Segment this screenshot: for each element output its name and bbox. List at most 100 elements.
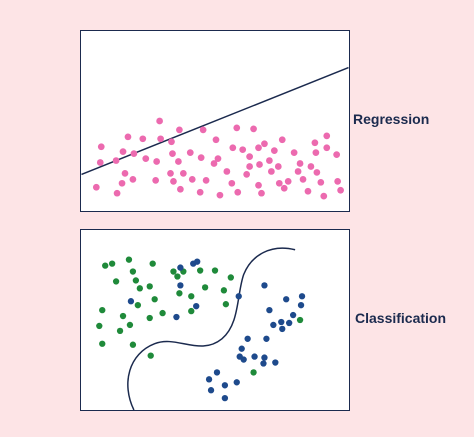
data-point — [323, 144, 331, 152]
data-point — [199, 126, 207, 134]
data-point — [118, 179, 126, 187]
data-point — [129, 175, 137, 183]
data-point — [239, 146, 247, 154]
data-point — [233, 124, 241, 132]
data-point — [216, 191, 224, 199]
class-a-point — [201, 284, 209, 291]
data-point — [275, 179, 283, 187]
data-point — [274, 163, 282, 170]
class-a-point — [102, 262, 109, 269]
data-point — [177, 185, 184, 193]
class-b-point — [297, 302, 305, 309]
data-point — [168, 138, 175, 146]
class-b-point — [233, 379, 240, 386]
data-point — [294, 168, 302, 175]
data-point — [97, 143, 105, 151]
data-point — [278, 136, 286, 144]
class-b-point — [194, 258, 201, 265]
data-point — [169, 150, 176, 157]
data-point — [210, 160, 218, 167]
class-a-point — [197, 267, 204, 274]
data-point — [202, 176, 210, 184]
decision-boundary — [127, 247, 296, 410]
data-point — [312, 149, 320, 157]
data-point — [92, 183, 100, 191]
data-point — [188, 175, 196, 183]
data-point — [313, 169, 321, 176]
data-point — [124, 133, 132, 141]
class-b-point — [238, 345, 245, 352]
class-b-point — [177, 282, 184, 289]
data-point — [130, 150, 138, 157]
data-point — [304, 187, 312, 195]
class-a-point — [96, 322, 103, 330]
class-a-point — [99, 306, 106, 314]
class-a-point — [227, 274, 234, 281]
data-point — [317, 178, 325, 186]
data-point — [139, 135, 147, 143]
data-point — [214, 155, 222, 162]
class-a-point — [136, 285, 143, 292]
class-b-point — [221, 382, 229, 389]
data-point — [250, 125, 257, 133]
class-a-point — [211, 267, 219, 274]
class-b-point — [266, 306, 273, 314]
data-point — [255, 181, 262, 189]
data-point — [290, 149, 298, 157]
class-a-point — [119, 312, 127, 320]
data-point — [323, 132, 331, 140]
class-a-point — [129, 268, 137, 275]
data-point — [156, 117, 163, 125]
class-b-point — [263, 335, 270, 342]
data-point — [280, 184, 288, 192]
data-point — [121, 170, 129, 177]
class-a-point — [220, 287, 228, 294]
data-point — [261, 140, 268, 148]
class-b-point — [270, 321, 277, 329]
class-b-point — [244, 335, 251, 342]
class-b-point — [221, 394, 229, 402]
data-point — [113, 189, 121, 197]
data-point — [258, 189, 265, 197]
class-a-point — [108, 260, 116, 267]
data-point — [284, 177, 292, 185]
class-a-point — [222, 301, 230, 308]
data-point — [179, 170, 187, 177]
regression-label: Regression — [353, 111, 430, 127]
class-a-point — [147, 352, 154, 359]
classification-label: Classification — [355, 310, 447, 326]
data-point — [243, 171, 251, 178]
class-a-point — [99, 340, 106, 347]
class-b-point — [289, 311, 297, 319]
class-a-point — [146, 314, 153, 322]
class-a-point — [188, 293, 195, 300]
data-point — [96, 159, 104, 166]
class-a-point — [151, 296, 158, 303]
class-b-point — [286, 319, 293, 327]
class-a-point — [146, 283, 153, 290]
class-b-point — [251, 353, 258, 360]
class-b-point — [261, 282, 268, 289]
class-a-point — [176, 290, 183, 297]
data-point — [337, 186, 344, 194]
data-point — [334, 177, 341, 185]
class-a-point — [250, 369, 257, 376]
data-point — [228, 179, 236, 187]
data-point — [307, 163, 315, 170]
data-point — [197, 154, 205, 161]
data-point — [186, 149, 194, 157]
data-point — [112, 157, 120, 164]
class-b-point — [207, 387, 215, 394]
class-b-point — [236, 353, 243, 360]
class-a-point — [159, 309, 166, 317]
class-a-point — [129, 341, 137, 348]
data-point — [142, 155, 150, 162]
class-b-point — [193, 302, 200, 310]
data-point — [153, 158, 161, 165]
data-point — [246, 163, 253, 170]
data-point — [299, 175, 307, 183]
data-point — [320, 192, 328, 200]
class-a-point — [134, 302, 142, 309]
data-point — [119, 148, 127, 156]
class-a-point — [174, 273, 181, 280]
